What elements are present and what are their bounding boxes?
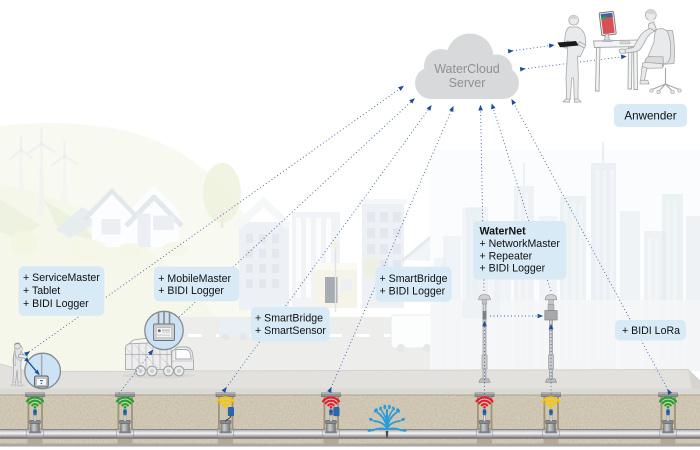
svg-text:+ SmartSensor: + SmartSensor	[255, 325, 326, 337]
svg-text:+ Tablet: + Tablet	[23, 285, 60, 297]
svg-text:+ BIDI Logger: + BIDI Logger	[380, 286, 446, 298]
svg-text:+ NetworkMaster: + NetworkMaster	[480, 238, 561, 250]
svg-text:WaterNet: WaterNet	[480, 226, 527, 238]
svg-text:Anwender: Anwender	[624, 110, 676, 123]
svg-text:+ BIDI Logger: + BIDI Logger	[158, 285, 224, 297]
svg-text:Server: Server	[449, 76, 486, 90]
svg-text:+ SmartBridge: + SmartBridge	[380, 273, 448, 285]
svg-text:+ ServiceMaster: + ServiceMaster	[23, 272, 100, 284]
svg-text:WaterCloud: WaterCloud	[434, 62, 500, 76]
svg-text:+ BIDI Logger: + BIDI Logger	[480, 262, 546, 274]
svg-text:+ Repeater: + Repeater	[480, 250, 533, 262]
svg-text:+ BIDI Logger: + BIDI Logger	[23, 298, 89, 310]
svg-text:+ MobileMaster: + MobileMaster	[158, 273, 231, 285]
svg-text:+ SmartBridge: + SmartBridge	[255, 313, 323, 325]
svg-text:+ BIDI LoRa: + BIDI LoRa	[622, 325, 680, 337]
